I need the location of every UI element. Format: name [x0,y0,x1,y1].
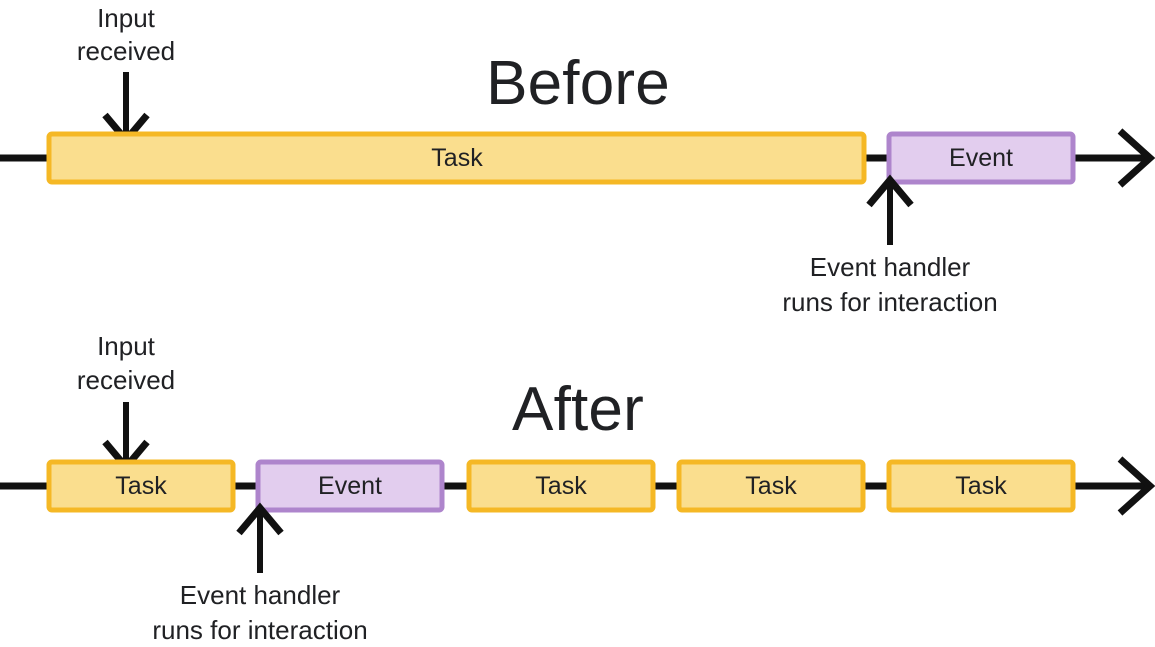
before-block-event[interactable]: Event [886,131,1076,185]
after-input-arrow [102,402,150,473]
after-input-annotation-line1: Input [97,331,156,361]
before-input-annotation-line2: received [77,36,175,66]
after-timeline-arrowhead-icon [1117,456,1155,516]
after-block-event-label: Event [318,472,382,500]
after-block-task-1-label: Task [115,472,167,500]
after-handler-annotation-line1: Event handler [180,580,341,610]
before-block-task-label: Task [431,144,483,172]
before-title: Before [486,49,670,118]
after-handler-annotation-line2: runs for interaction [152,615,367,645]
after-block-task-2[interactable]: Task [466,459,656,513]
before-handler-annotation-line2: runs for interaction [782,287,997,317]
before-handler-arrow [866,174,914,245]
before-block-task[interactable]: Task [46,131,867,185]
after-title: After [512,375,644,444]
after-block-task-2-label: Task [535,472,587,500]
before-block-event-label: Event [949,144,1013,172]
after-block-event[interactable]: Event [255,459,445,513]
before-handler-annotation-line1: Event handler [810,252,971,282]
after-block-task-3[interactable]: Task [676,459,866,513]
after-block-task-3-label: Task [745,472,797,500]
before-timeline-arrowhead-icon [1117,128,1155,188]
before-input-arrow [102,72,150,146]
after-handler-arrow [236,502,284,573]
after-block-task-1[interactable]: Task [46,459,236,513]
after-block-task-4[interactable]: Task [886,459,1076,513]
after-input-annotation-line2: received [77,365,175,395]
after-block-task-4-label: Task [955,472,1007,500]
before-input-annotation-line1: Input [97,3,156,33]
